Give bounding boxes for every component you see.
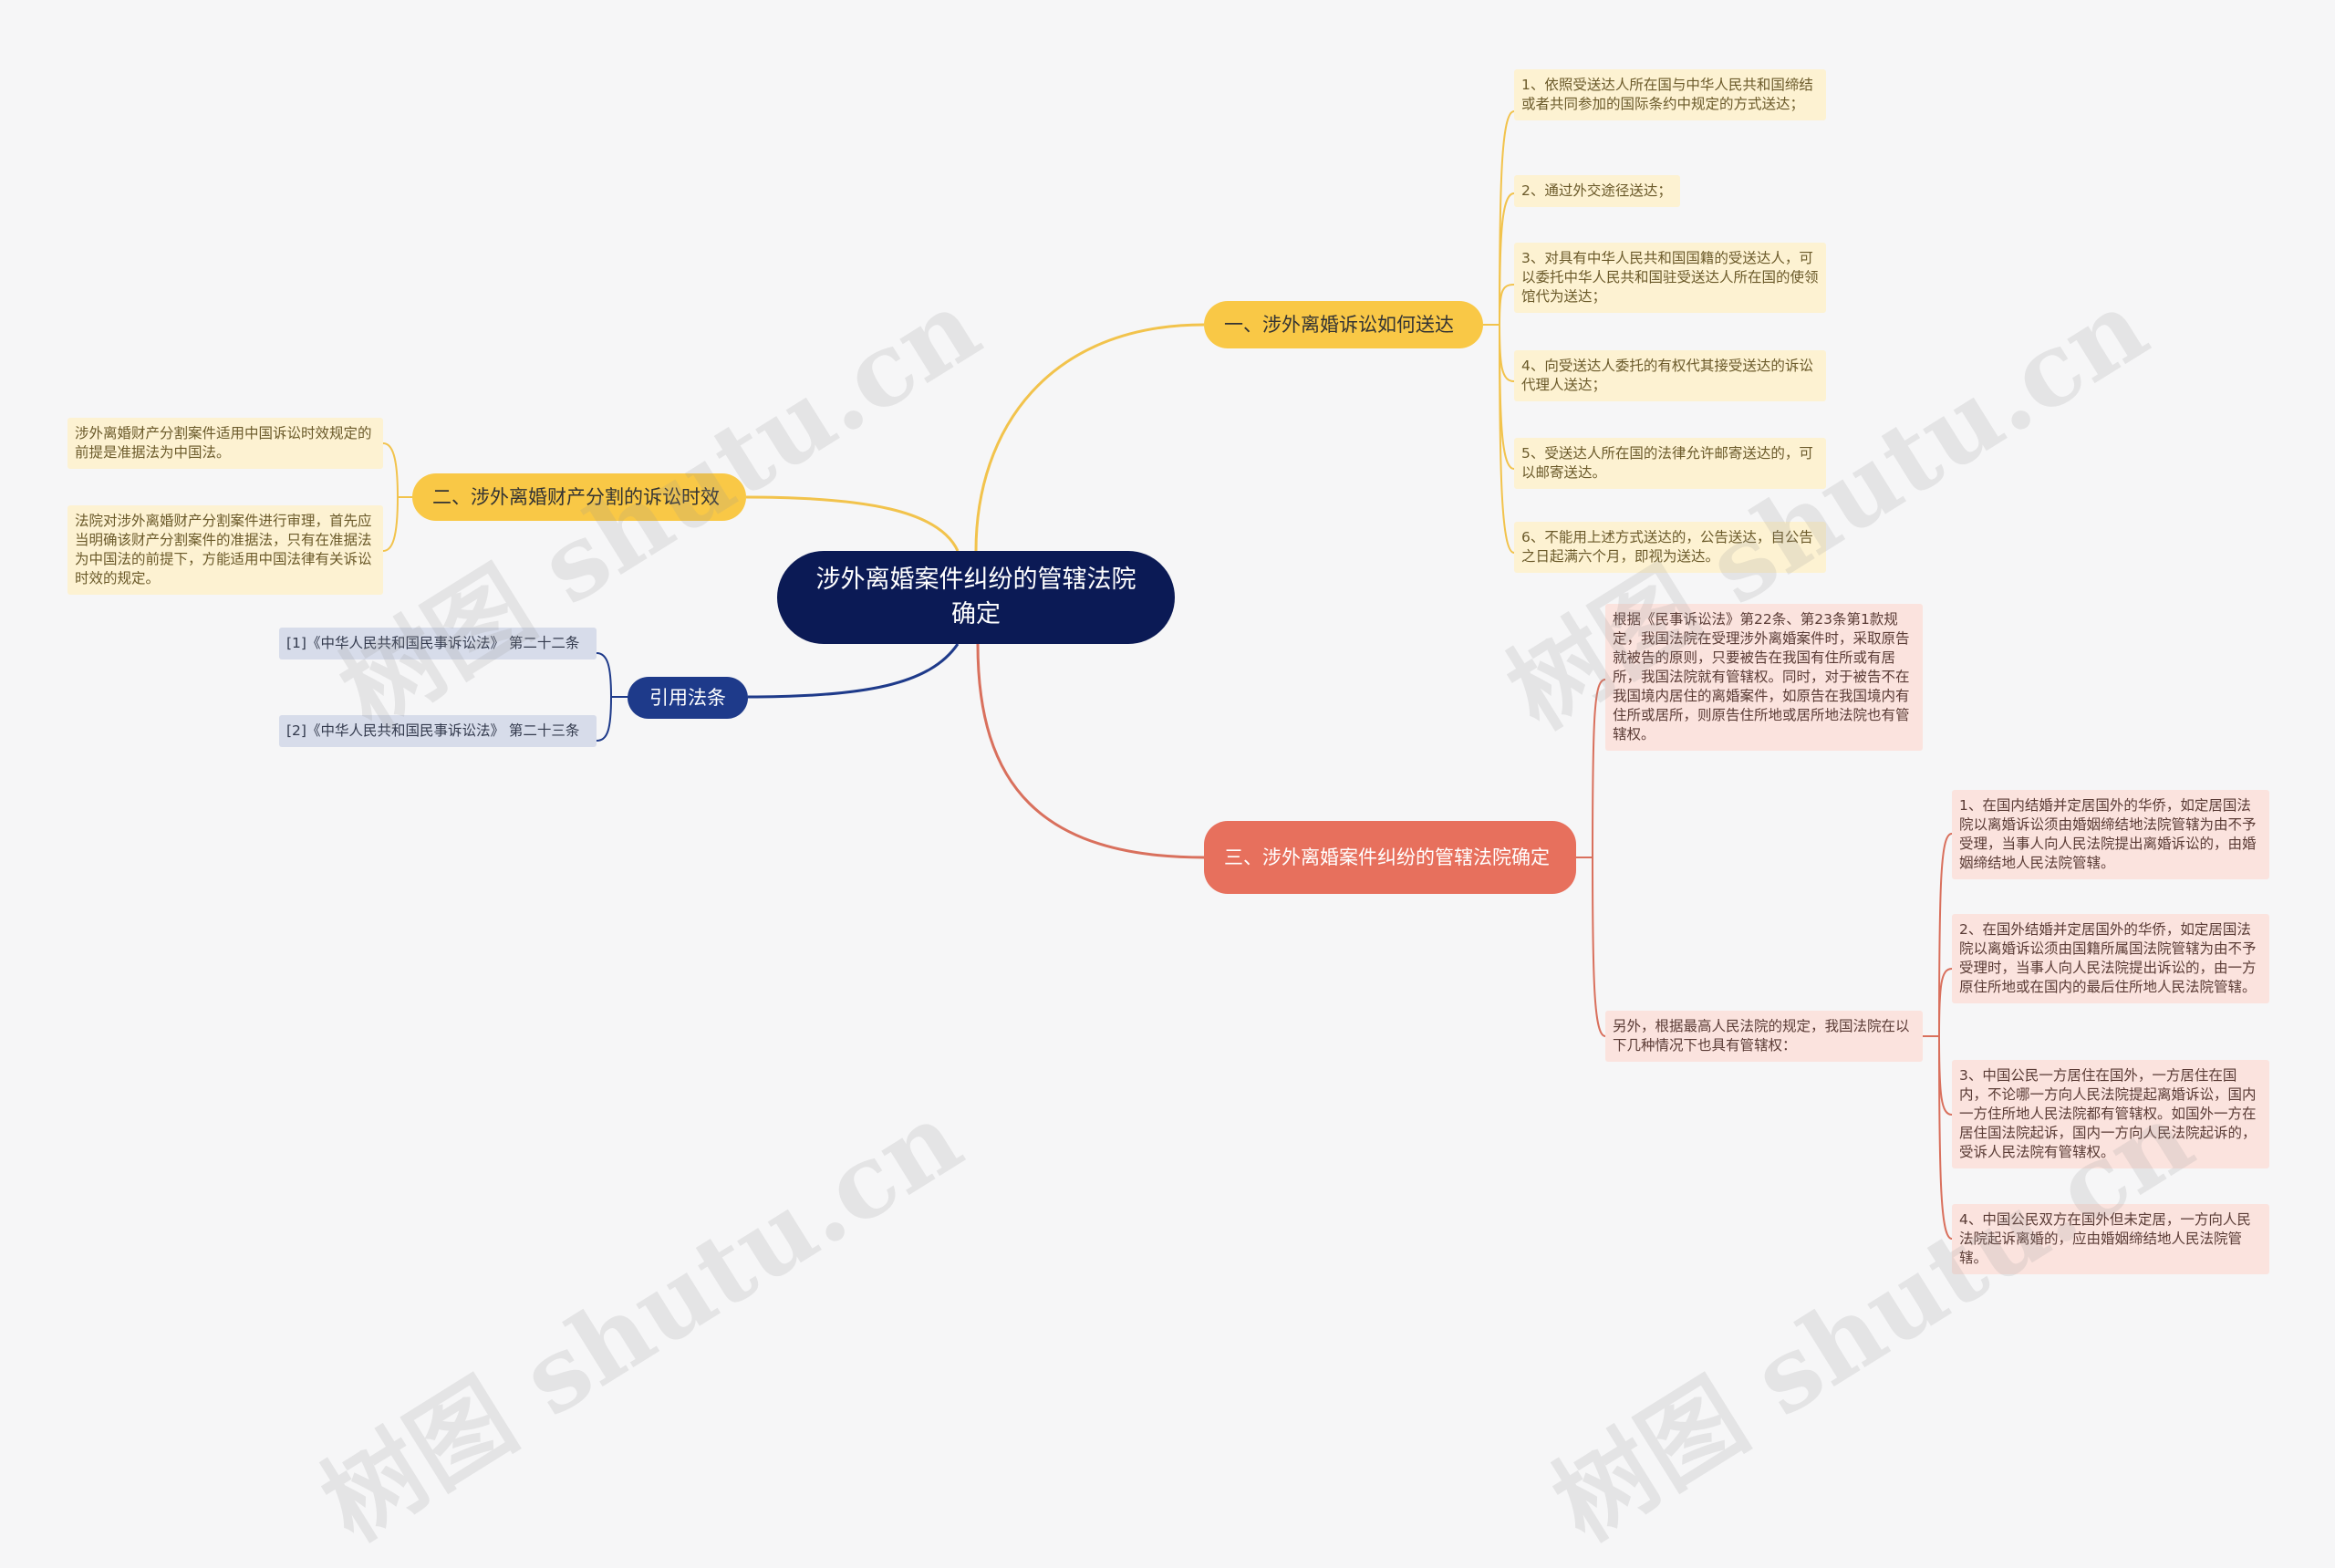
leaf-case-4[interactable]: 4、中国公民双方在国外但未定居，一方向人民法院起诉离婚的，应由婚姻缔结地人民法院… [1952, 1204, 2269, 1274]
leaf-limitation-2[interactable]: 法院对涉外离婚财产分割案件进行审理，首先应当明确该财产分割案件的准据法，只有在准… [67, 505, 383, 595]
leaf-delivery-2[interactable]: 2、通过外交途径送达； [1514, 175, 1680, 207]
leaf-delivery-3[interactable]: 3、对具有中华人民共和国国籍的受送达人，可以委托中华人民共和国驻受送达人所在国的… [1514, 243, 1826, 313]
leaf-jurisdiction-additional[interactable]: 另外，根据最高人民法院的规定，我国法院在以下几种情况下也具有管辖权： [1605, 1011, 1923, 1062]
branch-jurisdiction[interactable]: 三、涉外离婚案件纠纷的管辖法院确定 [1204, 821, 1576, 894]
leaf-case-2[interactable]: 2、在国外结婚并定居国外的华侨，如定居国法院以离婚诉讼须由国籍所属国法院管辖为由… [1952, 914, 2269, 1003]
leaf-delivery-1[interactable]: 1、依照受送达人所在国与中华人民共和国缔结或者共同参加的国际条约中规定的方式送达… [1514, 69, 1826, 120]
leaf-delivery-4[interactable]: 4、向受送达人委托的有权代其接受送达的诉讼代理人送达； [1514, 350, 1826, 401]
branch-service-delivery[interactable]: 一、涉外离婚诉讼如何送达 [1204, 301, 1483, 348]
branch-limitation-period[interactable]: 二、涉外离婚财产分割的诉讼时效 [412, 473, 746, 521]
root-title: 涉外离婚案件纠纷的管辖法院确定 [815, 566, 1136, 628]
root-topic[interactable]: 涉外离婚案件纠纷的管辖法院确定 [777, 551, 1175, 644]
mind-map-canvas: 涉外离婚案件纠纷的管辖法院确定 一、涉外离婚诉讼如何送达 1、依照受送达人所在国… [67, 69, 2269, 1563]
branch-label: 引用法条 [649, 687, 726, 709]
branch-label: 一、涉外离婚诉讼如何送达 [1224, 314, 1454, 336]
leaf-delivery-6[interactable]: 6、不能用上述方式送达的，公告送达，自公告之日起满六个月，即视为送达。 [1514, 522, 1826, 573]
leaf-jurisdiction-rule[interactable]: 根据《民事诉讼法》第22条、第23条第1款规定，我国法院在受理涉外离婚案件时，采… [1605, 604, 1923, 751]
branch-cited-laws[interactable]: 引用法条 [628, 677, 748, 719]
leaf-limitation-1[interactable]: 涉外离婚财产分割案件适用中国诉讼时效规定的前提是准据法为中国法。 [67, 418, 383, 469]
branch-label: 二、涉外离婚财产分割的诉讼时效 [432, 486, 720, 508]
leaf-delivery-5[interactable]: 5、受送达人所在国的法律允许邮寄送达的，可以邮寄送达。 [1514, 438, 1826, 489]
leaf-case-1[interactable]: 1、在国内结婚并定居国外的华侨，如定居国法院以离婚诉讼须由婚姻缔结地法院管辖为由… [1952, 790, 2269, 879]
link-root-b3 [747, 643, 960, 699]
link-root-b2 [745, 495, 960, 552]
leaf-law-23[interactable]: [2]《中华人民共和国民事诉讼法》 第二十三条 [279, 715, 597, 747]
branch-label: 三、涉外离婚案件纠纷的管辖法院确定 [1224, 846, 1550, 868]
leaf-case-3[interactable]: 3、中国公民一方居住在国外，一方居住在国内，不论哪一方向人民法院提起离婚诉讼，国… [1952, 1060, 2269, 1168]
link-root-b4 [976, 643, 1205, 859]
link-root-b1 [974, 323, 1205, 552]
leaf-law-22[interactable]: [1]《中华人民共和国民事诉讼法》 第二十二条 [279, 628, 597, 659]
connector-lines [382, 110, 1953, 1240]
